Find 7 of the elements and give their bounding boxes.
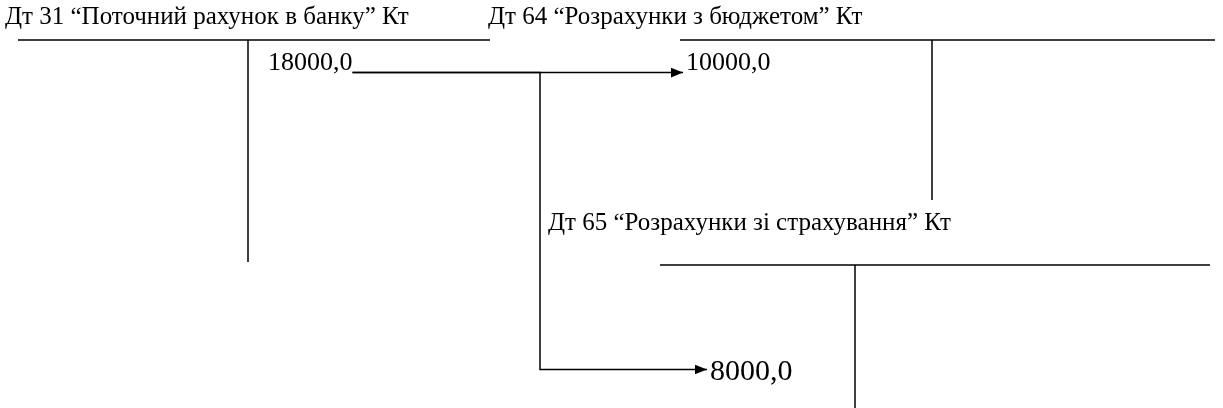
account-heading: Дт 31 “Поточний рахунок в банку” Кт	[5, 2, 409, 30]
arrow	[351, 71, 708, 375]
amount-text: 8000,0	[710, 353, 793, 386]
amount-text: 10000,0	[686, 48, 771, 77]
account-heading: Дт 64 “Розрахунки з бюджетом” Кт	[488, 2, 863, 30]
amount-text: 18000,0	[268, 48, 353, 77]
account-heading: Дт 65 “Розрахунки зі страхування” Кт	[548, 208, 951, 236]
